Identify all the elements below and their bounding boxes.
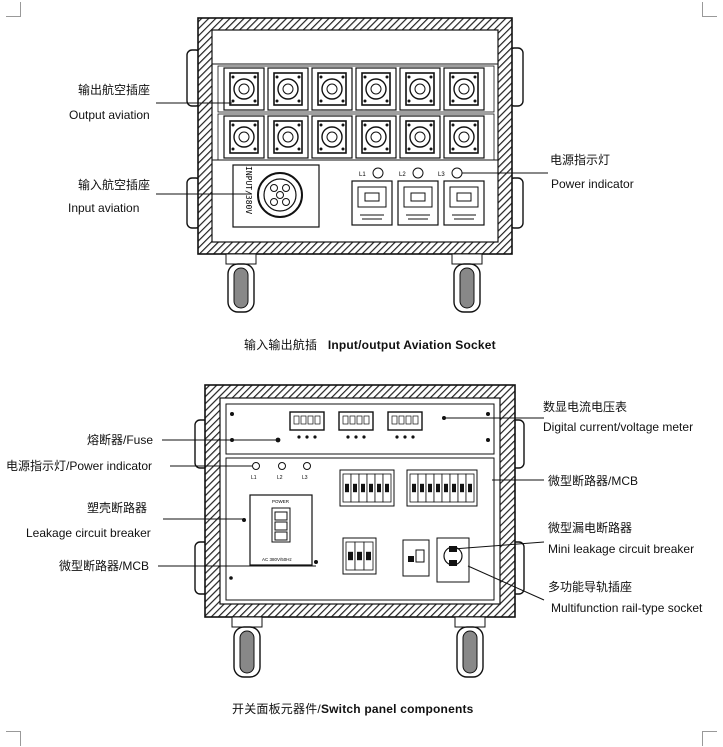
output-socket (355, 115, 397, 159)
mccb-bottom-text: AC 380V/50Hz (262, 557, 293, 562)
power-indicator-label-en: Power indicator (551, 177, 634, 191)
output-socket-panel-row1 (217, 65, 495, 113)
fuse-label: 熔断器/Fuse (87, 433, 154, 447)
power-indicator-label-cn: 电源指示灯 (550, 153, 611, 167)
leakage-circuit-breaker: POWER AC 380V/50Hz (242, 494, 318, 566)
bottom-caption-cn: 开关面板元器件/ (232, 702, 321, 716)
corner-mark-top-right (702, 2, 717, 17)
rail-socket-label-cn: 多功能导轨插座 (548, 580, 633, 594)
mcb-bank (339, 469, 395, 507)
rcbo-label-en: Mini leakage circuit breaker (548, 542, 695, 556)
top-power-indicators: L1 L2 L3 (359, 167, 463, 179)
indicator-l3-text: L3 (438, 172, 445, 178)
top-caption-en: Input/output Aviation Socket (327, 338, 496, 352)
mccb-top-text: POWER (272, 499, 290, 504)
input-aviation-plate: INPUT/380V (232, 164, 320, 228)
power-indicator-label: 电源指示灯/Power indicator (6, 459, 153, 473)
output-socket (399, 115, 441, 159)
bottom-indicator-l1-text: L1 (251, 475, 257, 481)
mcb-banks (339, 469, 478, 575)
output-socket (399, 67, 441, 111)
output-socket-panel-row2 (217, 113, 495, 161)
output-aviation-label-en: Output aviation (69, 108, 150, 122)
corner-mark-bottom-right (702, 731, 717, 746)
output-socket (267, 115, 309, 159)
rcbo-label-cn: 微型漏电断路器 (548, 521, 633, 535)
output-socket (311, 115, 353, 159)
output-socket (443, 115, 485, 159)
bottom-power-indicators: L1 L2 L3 (251, 462, 311, 481)
bottom-indicator-l3 (303, 462, 311, 470)
indicator-l3 (451, 167, 463, 179)
meter-label-en: Digital current/voltage meter (543, 420, 694, 434)
bottom-indicator-l2 (278, 462, 286, 470)
corner-mark-bottom-left (6, 731, 21, 746)
input-plate-text: INPUT/380V (244, 166, 253, 214)
mccb-label-cn: 塑壳断路器 (87, 501, 148, 515)
output-socket (223, 67, 265, 111)
input-aviation-label-cn: 输入航空插座 (78, 178, 151, 192)
top-caption-cn: 输入输出航插 (244, 338, 318, 352)
bottom-leader-lines (158, 417, 545, 601)
output-aviation-label-cn: 输出航空插座 (78, 83, 151, 97)
input-aviation-label-en: Input aviation (68, 201, 140, 215)
indicator-l2-text: L2 (399, 172, 406, 178)
rail-socket (229, 537, 470, 583)
output-aviation-sockets (223, 67, 485, 159)
indicator-l2 (412, 167, 424, 179)
bottom-indicator-l3-text: L3 (302, 475, 308, 481)
output-socket (223, 115, 265, 159)
indicator-l1-text: L1 (359, 172, 366, 178)
industrial-sockets (351, 180, 485, 226)
corner-mark-top-left (6, 2, 21, 17)
mccb-label-en: Leakage circuit breaker (26, 526, 151, 540)
output-socket (355, 67, 397, 111)
bottom-figure-caption: 开关面板元器件/Switch panel components (232, 700, 474, 717)
digital-meters (230, 411, 490, 443)
meter-label-cn: 数显电流电压表 (543, 400, 628, 414)
top-figure-caption: 输入输出航插 Input/output Aviation Socket (244, 336, 496, 353)
bottom-caption-en: Switch panel components (320, 702, 474, 716)
output-socket (443, 67, 485, 111)
bottom-indicator-l2-text: L2 (277, 475, 283, 481)
output-socket (267, 67, 309, 111)
mcb-bank (342, 537, 377, 575)
mcb-right-label: 微型断路器/MCB (548, 474, 639, 488)
top-casters (225, 253, 483, 313)
mcb-left-label: 微型断路器/MCB (59, 559, 150, 573)
top-leader-lines (156, 102, 548, 195)
bottom-indicator-l1 (252, 462, 260, 470)
output-socket (311, 67, 353, 111)
mcb-bank (406, 469, 478, 507)
bottom-casters (231, 616, 486, 678)
mini-leakage-breaker (402, 539, 430, 577)
rail-socket-label-en: Multifunction rail-type socket (551, 601, 703, 615)
indicator-l1 (372, 167, 384, 179)
